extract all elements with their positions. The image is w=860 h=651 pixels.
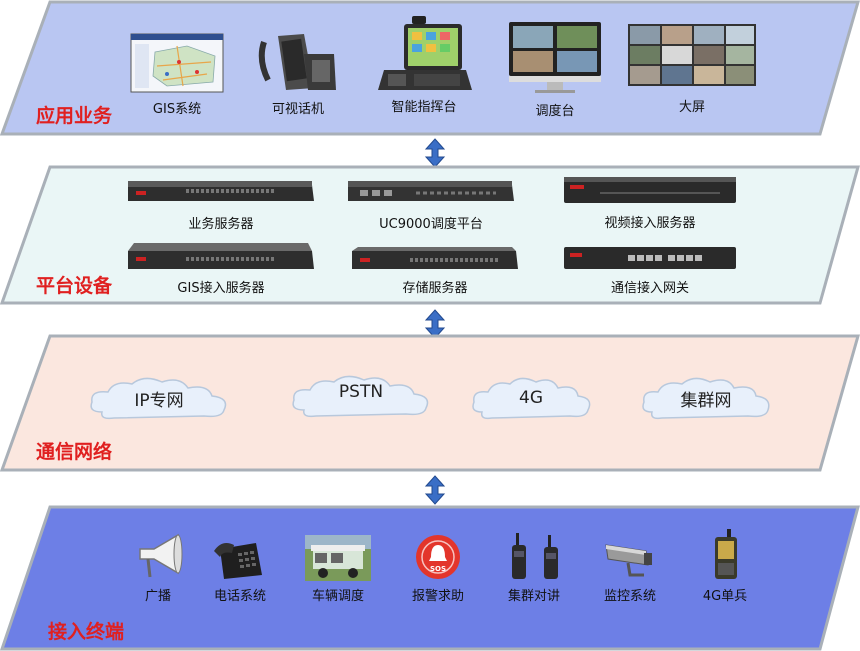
- cloud-icon: [642, 377, 770, 420]
- platform-business-server-label: 业务服务器: [188, 217, 254, 232]
- app-dispatch: 调度台: [500, 20, 610, 119]
- handheld-terminal-icon: [715, 529, 737, 579]
- network-pstn-cloud: PSTN: [286, 372, 436, 422]
- double-arrow-icon: [424, 475, 446, 505]
- apps-layer-label: 应用业务: [36, 105, 113, 127]
- platform-storage-label: 存储服务器: [402, 281, 468, 296]
- video-wall-icon: [628, 24, 756, 86]
- terminal-4g: 4G单兵: [690, 529, 760, 604]
- platform-uc9000-label: UC9000调度平台: [379, 217, 483, 232]
- platform-layer: 平台设备 业务服务器 UC9000调度平台 视频接入服务器 GIS接入服务器: [0, 165, 860, 307]
- gis-screen-icon: [130, 33, 224, 93]
- platform-gis-access-label: GIS接入服务器: [177, 281, 265, 296]
- terminal-telephone: 电话系统: [202, 535, 278, 604]
- network-4g-label: 4G: [519, 388, 543, 408]
- terminals-layer: 接入终端 广播 电话系统 车辆调度: [0, 505, 860, 651]
- platform-video-access: 视频接入服务器: [560, 175, 740, 231]
- video-phone-icon: [258, 34, 336, 90]
- sos-alarm-icon: SOS: [416, 535, 460, 579]
- double-arrow-icon: [424, 138, 446, 168]
- network-ip-cloud: IP专网: [84, 374, 234, 424]
- cloud-icon: [292, 375, 429, 418]
- app-gis: GIS系统: [118, 32, 236, 117]
- terminal-radio: 集群对讲: [494, 531, 574, 604]
- server-icon: [128, 181, 314, 201]
- terminal-cctv: 监控系统: [590, 535, 670, 604]
- terminal-radio-label: 集群对讲: [507, 589, 560, 604]
- network-layer: 通信网络 IP专网 PSTN 4G 集群网: [0, 334, 860, 474]
- platform-gateway-label: 通信接入网关: [610, 281, 689, 296]
- app-command-console: 智能指挥台: [368, 14, 480, 115]
- terminals-plane: [0, 505, 860, 651]
- platform-gis-access: GIS接入服务器: [126, 241, 316, 296]
- terminal-broadcast: 广播: [128, 533, 188, 604]
- terminal-cctv-label: 监控系统: [603, 589, 656, 604]
- server-icon: [352, 247, 518, 269]
- terminal-telephone-label: 电话系统: [213, 589, 266, 604]
- terminal-vehicle: 车辆调度: [298, 535, 378, 604]
- cloud-icon: [472, 377, 591, 420]
- terminal-vehicle-label: 车辆调度: [311, 589, 364, 604]
- network-ip-label: IP专网: [134, 391, 184, 411]
- app-video-wall: 大屏: [622, 22, 762, 115]
- network-4g-cloud: 4G: [466, 374, 596, 424]
- dispatch-monitor-icon: [509, 22, 601, 93]
- network-trunk-cloud: 集群网: [636, 374, 776, 424]
- terminal-sos-label: 报警求助: [411, 589, 464, 604]
- app-command-console-label: 智能指挥台: [391, 100, 457, 115]
- server-icon: [348, 181, 514, 201]
- app-gis-label: GIS系统: [152, 102, 202, 117]
- terminals-layer-label: 接入终端: [48, 621, 125, 643]
- server-icon: [564, 177, 736, 203]
- telephone-icon: [214, 543, 262, 579]
- terminal-sos: SOS 报警求助: [398, 533, 478, 604]
- platform-storage: 存储服务器: [350, 245, 520, 296]
- app-video-wall-label: 大屏: [678, 100, 705, 115]
- app-video-phone: 可视话机: [248, 30, 348, 117]
- cctv-camera-icon: [605, 544, 652, 577]
- network-layer-label: 通信网络: [36, 441, 113, 463]
- loudspeaker-icon: [139, 533, 183, 578]
- terminal-4g-label: 4G单兵: [702, 589, 748, 604]
- network-plane: [0, 334, 860, 472]
- platform-uc9000: UC9000调度平台: [346, 179, 516, 232]
- network-pstn-label: PSTN: [338, 382, 384, 402]
- apps-layer: 应用业务 GIS系统 可视话机: [0, 0, 860, 140]
- platform-gateway: 通信接入网关: [560, 245, 740, 296]
- platform-video-access-label: 视频接入服务器: [604, 216, 696, 231]
- network-trunk-label: 集群网: [680, 391, 732, 411]
- platform-business-server: 业务服务器: [126, 179, 316, 232]
- walkie-talkie-icon: [512, 533, 558, 579]
- app-dispatch-label: 调度台: [535, 104, 575, 119]
- terminal-broadcast-label: 广播: [144, 589, 171, 604]
- gateway-icon: [564, 247, 736, 269]
- platform-layer-label: 平台设备: [36, 275, 113, 297]
- svg-text:SOS: SOS: [430, 565, 446, 573]
- app-video-phone-label: 可视话机: [271, 102, 324, 117]
- cloud-icon: [90, 377, 227, 420]
- command-console-icon: [378, 16, 472, 90]
- server-icon: [128, 243, 314, 269]
- vehicle-icon: [305, 535, 371, 581]
